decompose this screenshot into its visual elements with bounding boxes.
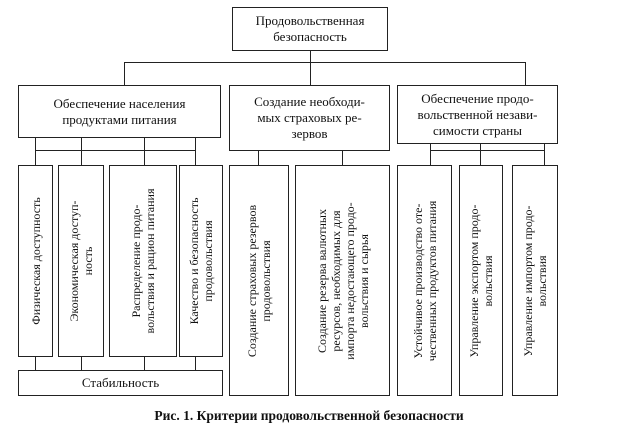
connector-cat3-bus [430,150,545,152]
connector-cat3-drop-2 [544,143,546,165]
root-label: Продовольственная безопасность [255,13,365,44]
criterion-box-import-management: Управление импортом продо- вольствия [512,165,558,396]
category-box-insurance-reserves: Создание необходи- мых страховых ре- зер… [229,85,390,151]
root-box: Продовольственная безопасность [232,7,388,51]
criterion-box-quality-safety: Качество и безопасность продовольствия [179,165,223,357]
criterion-box-economic-access: Экономическая доступ- ность [58,165,104,357]
connector-root-down [310,50,312,63]
criterion-label: Устойчивое производство оте- чественных … [410,200,439,361]
category-label: Создание необходи- мых страховых ре- зер… [254,94,365,141]
connector-stab-2 [144,356,146,371]
criterion-box-currency-reserves: Создание резерва валютных ресурсов, необ… [295,165,390,396]
connector-cat3-up [525,62,527,86]
figure-caption: Рис. 1. Критерии продовольственной безоп… [154,408,464,423]
connector-cat1-drop-0 [35,137,37,165]
connector-cat2-up [310,62,312,86]
connector-cat3-drop-1 [480,143,482,165]
category-label: Обеспечение населения продуктами питания [53,95,186,127]
criterion-label: Распределение продо- вольствия и рацион … [129,188,157,334]
criterion-label: Создание страховых резервов продовольств… [245,204,273,357]
connector-cat1-drop-3 [195,137,197,165]
criterion-label: Качество и безопасность продовольствия [187,197,215,325]
connector-stab-3 [195,356,197,371]
stability-label: Стабильность [81,375,160,390]
connector-stab-1 [81,356,83,371]
connector-cat1-up [124,62,126,86]
connector-top-horizontal [124,62,526,64]
connector-stab-0 [35,356,37,371]
connector-cat1-bus [35,150,195,152]
criterion-box-distribution: Распределение продо- вольствия и рацион … [109,165,177,357]
criterion-box-export-management: Управление экспортом продо- вольствия [459,165,503,396]
connector-cat1-drop-1 [81,137,83,165]
category-box-population-supply: Обеспечение населения продуктами питания [18,85,221,138]
criterion-box-physical-access: Физическая доступность [18,165,53,357]
criterion-box-food-reserves: Создание страховых резервов продовольств… [229,165,289,396]
connector-cat1-drop-2 [144,137,146,165]
criterion-label: Экономическая доступ- ность [67,200,95,322]
connector-cat2-drop-1 [342,150,344,165]
connector-cat2-drop-0 [258,150,260,165]
stability-box: Стабильность [18,370,223,396]
category-box-independence: Обеспечение продо- вольственной незави- … [397,85,558,144]
criterion-box-domestic-production: Устойчивое производство оте- чественных … [397,165,452,396]
criterion-label: Управление экспортом продо- вольствия [467,203,495,358]
criterion-label: Управление импортом продо- вольствия [521,204,549,357]
connector-cat3-drop-0 [430,143,432,165]
criterion-label: Создание резерва валютных ресурсов, необ… [314,201,371,360]
criterion-label: Физическая доступность [28,197,43,325]
category-label: Обеспечение продо- вольственной незави- … [417,90,538,138]
